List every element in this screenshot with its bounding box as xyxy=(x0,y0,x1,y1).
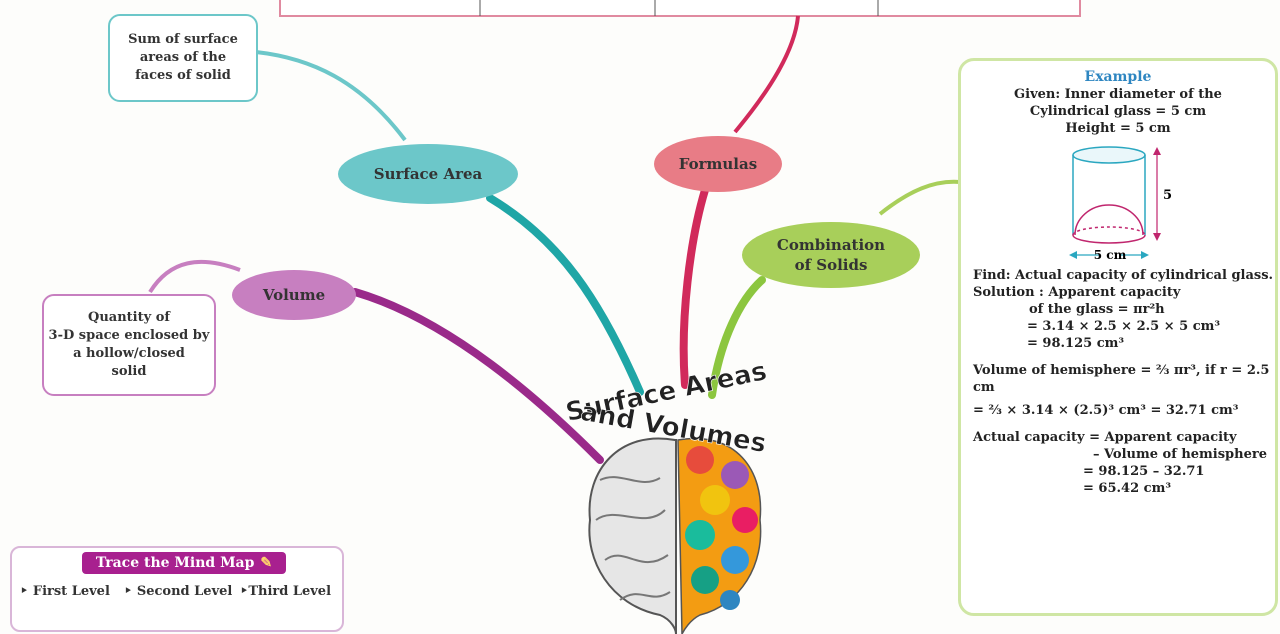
volume-label: Volume xyxy=(263,286,325,304)
formulas-top-connector xyxy=(735,16,798,132)
actual-line: = 65.42 cm³ xyxy=(961,480,1275,497)
legend-second-level: ‣ Second Level xyxy=(124,584,232,599)
given-line: Cylindrical glass = 5 cm xyxy=(961,103,1275,120)
given-line: Given: Inner diameter of the xyxy=(961,86,1275,103)
legend-third-level-label: Third Level xyxy=(248,584,331,599)
legend-third-level: ‣Third Level xyxy=(240,584,331,599)
surface-area-node: Surface Area xyxy=(338,144,518,204)
surface-desc-line: Sum of surface xyxy=(128,31,238,49)
surface-desc-line: faces of solid xyxy=(128,67,238,85)
height-label: 5 xyxy=(1163,188,1172,203)
surface-desc-connector xyxy=(256,52,405,140)
width-label: 5 cm xyxy=(1094,248,1127,262)
actual-line: Actual capacity = Apparent capacity xyxy=(961,429,1275,446)
brain-illustration xyxy=(589,438,760,634)
volume-desc-connector xyxy=(150,262,240,292)
legend-first-level-label: First Level xyxy=(33,584,110,599)
example-title: Example xyxy=(961,69,1275,86)
solution-line: = 3.14 × 2.5 × 2.5 × 5 cm³ xyxy=(961,318,1275,335)
combination-example-connector xyxy=(880,182,960,214)
formulas-node: Formulas xyxy=(654,136,782,192)
top-table-remnant xyxy=(280,0,1080,16)
volume-branch xyxy=(355,292,600,460)
surface-area-branch xyxy=(490,198,640,392)
surface-area-description: Sum of surface areas of the faces of sol… xyxy=(108,14,258,102)
example-panel: Example Given: Inner diameter of the Cyl… xyxy=(958,58,1278,616)
find-text: Find: Actual capacity of cylindrical gla… xyxy=(961,267,1275,284)
actual-line: – Volume of hemisphere xyxy=(961,446,1275,463)
legend-second-level-label: Second Level xyxy=(137,584,233,599)
actual-line: = 98.125 – 32.71 xyxy=(961,463,1275,480)
formulas-branch xyxy=(684,190,705,385)
volume-desc-line: 3-D space enclosed by xyxy=(49,327,210,345)
combination-node: Combination of Solids xyxy=(742,222,920,288)
volume-desc-line: Quantity of xyxy=(49,309,210,327)
pencil-icon: ✎ xyxy=(260,555,272,571)
legend-box: Trace the Mind Map ✎ ‣ First Level ‣ Sec… xyxy=(10,546,344,632)
hemisphere-formula: Volume of hemisphere = ⅔ πr³, if r = 2.5… xyxy=(961,362,1275,396)
solution-line: of the glass = πr²h xyxy=(961,301,1275,318)
example-given: Given: Inner diameter of the Cylindrical… xyxy=(961,86,1275,137)
legend-title: Trace the Mind Map ✎ xyxy=(82,552,286,574)
solution-line: Solution : Apparent capacity xyxy=(961,284,1275,301)
solution-line: = 98.125 cm³ xyxy=(961,335,1275,352)
cylinder-figure: 5 5 cm xyxy=(961,137,1275,267)
given-line: Height = 5 cm xyxy=(961,120,1275,137)
surface-desc-line: areas of the xyxy=(128,49,238,67)
volume-description: Quantity of 3-D space enclosed by a holl… xyxy=(42,294,216,396)
combination-label-line: of Solids xyxy=(795,255,868,275)
legend-first-level: ‣ First Level xyxy=(20,584,110,599)
combination-label-line: Combination xyxy=(777,235,885,255)
formulas-label: Formulas xyxy=(679,155,757,173)
legend-title-text: Trace the Mind Map xyxy=(96,555,255,571)
volume-desc-line: solid xyxy=(49,363,210,381)
volume-desc-line: a hollow/closed xyxy=(49,345,210,363)
surface-area-label: Surface Area xyxy=(374,165,483,183)
hemisphere-calc: = ⅔ × 3.14 × (2.5)³ cm³ = 32.71 cm³ xyxy=(961,402,1275,419)
volume-node: Volume xyxy=(232,270,356,320)
